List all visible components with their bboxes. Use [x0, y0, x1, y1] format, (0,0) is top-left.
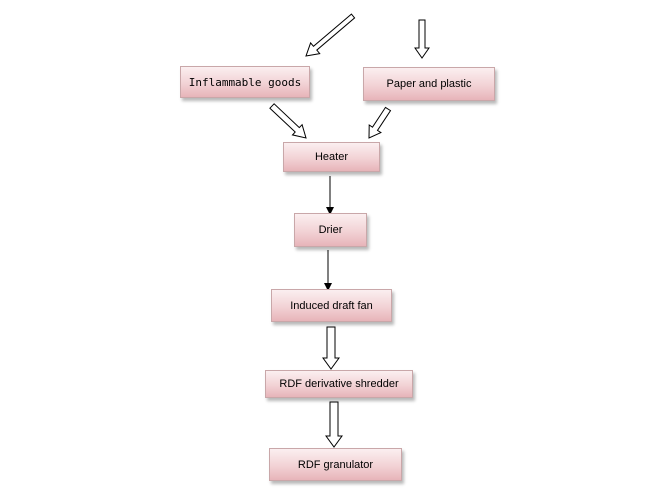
node-induced-draft-fan: Induced draft fan	[271, 289, 392, 322]
node-drier: Drier	[294, 213, 367, 247]
node-heater: Heater	[283, 142, 380, 172]
node-inflammable-goods: Inflammable goods	[180, 66, 310, 98]
arrow-fan-to-shredder	[322, 326, 340, 370]
arrow-inflammable-to-heater	[269, 103, 307, 139]
node-label: Induced draft fan	[290, 299, 373, 312]
node-label: Paper and plastic	[386, 78, 472, 90]
node-label: Drier	[318, 224, 343, 236]
node-label: Inflammable goods	[188, 75, 302, 89]
node-label: RDF granulator	[297, 458, 374, 471]
arrow-into-inflammable-goods	[305, 13, 356, 57]
node-paper-and-plastic: Paper and plastic	[363, 67, 495, 101]
arrow-paper-to-heater	[368, 106, 392, 139]
arrow-shredder-to-granulator	[325, 401, 343, 448]
arrow-into-paper-and-plastic	[414, 19, 430, 59]
node-rdf-derivative-shredder: RDF derivative shredder	[265, 370, 413, 398]
node-rdf-granulator: RDF granulator	[269, 448, 402, 481]
node-label: RDF derivative shredder	[279, 378, 399, 390]
node-label: Heater	[314, 151, 349, 163]
